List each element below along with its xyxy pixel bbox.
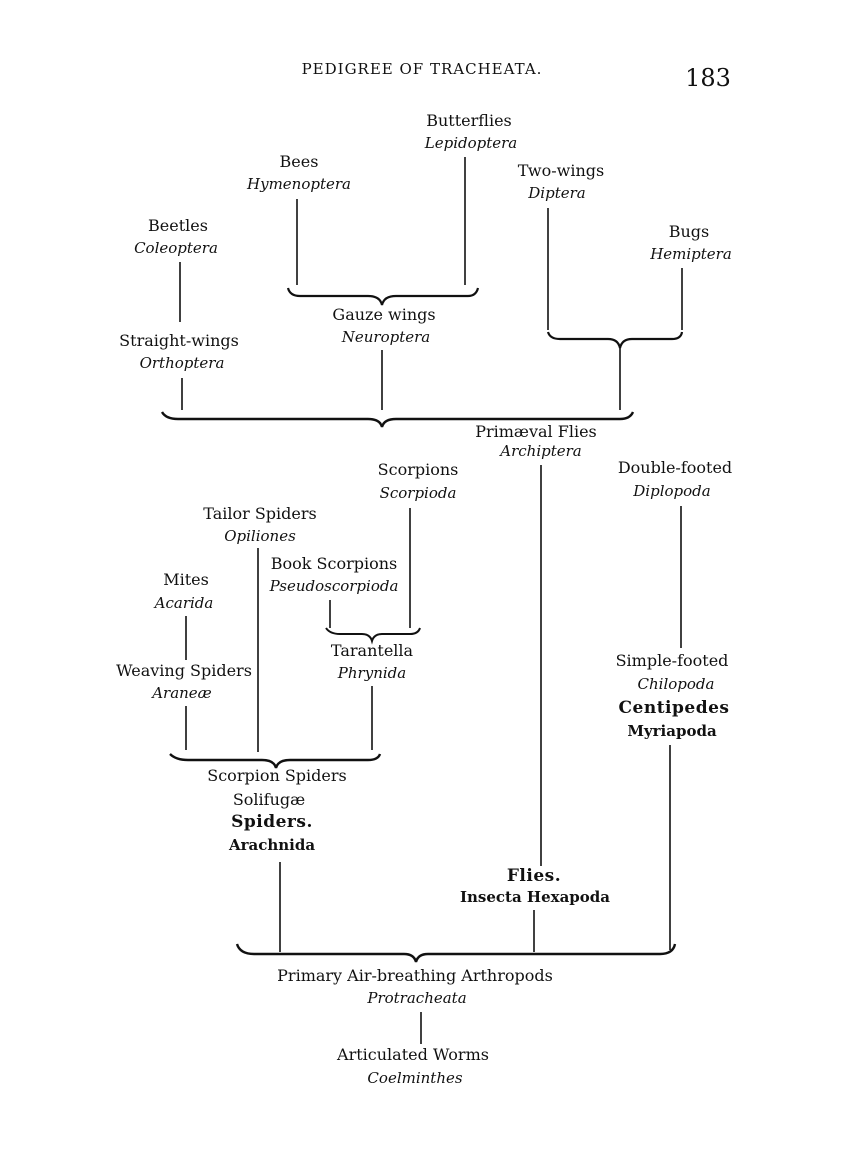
node-tarantella-latin: Phrynida [337, 664, 407, 682]
node-scorpions: Scorpions [377, 460, 459, 479]
node-book-scorpions-latin: Pseudoscorpioda [269, 577, 399, 595]
node-flies-group: Flies. [506, 866, 562, 886]
node-weaving-spiders: Weaving Spiders [116, 661, 252, 680]
node-mites: Mites [163, 570, 209, 589]
node-simple-footed-latin: Chilopoda [637, 675, 715, 693]
node-weaving-spiders-latin: Araneæ [152, 684, 212, 702]
node-bugs-latin: Hemiptera [650, 245, 732, 263]
node-two-wings: Two-wings [517, 161, 605, 180]
node-bees-latin: Hymenoptera [247, 175, 351, 193]
node-book-scorpions: Book Scorpions [270, 554, 398, 573]
node-beetles: Beetles [148, 216, 208, 235]
node-bugs: Bugs [668, 222, 710, 241]
node-simple-footed: Simple-footed [615, 651, 729, 670]
node-bees: Bees [279, 152, 319, 171]
node-butterflies: Butterflies [426, 111, 512, 130]
node-coelminthes: Coelminthes [367, 1069, 463, 1087]
node-mites-latin: Acarida [154, 594, 214, 612]
node-gauze-wings: Gauze wings [332, 305, 436, 324]
brace [169, 753, 382, 769]
node-butterflies-latin: Lepidoptera [424, 134, 518, 152]
node-scorpion-spiders: Scorpion Spiders [207, 766, 347, 785]
page-number: 183 [685, 64, 731, 92]
node-primary-arthropods: Primary Air-breathing Arthropods [277, 966, 553, 985]
node-insecta-hexapoda: Insecta Hexapoda [460, 888, 610, 906]
node-primaeval-flies-latin: Archiptera [500, 442, 582, 460]
node-beetles-latin: Coleoptera [134, 239, 218, 257]
node-gauze-wings-latin: Neuroptera [341, 328, 431, 346]
page-title: PEDIGREE OF TRACHEATA. [301, 60, 543, 78]
node-double-footed: Double-footed [617, 458, 733, 477]
brace [286, 287, 480, 306]
node-centipedes-group: Centipedes [618, 698, 730, 718]
node-articulated-worms: Articulated Worms [337, 1045, 489, 1064]
node-tailor-spiders: Tailor Spiders [203, 504, 317, 523]
brace [546, 331, 684, 349]
brace [325, 627, 421, 645]
node-primaeval-flies: Primæval Flies [475, 422, 597, 441]
node-solifugae: Solifugæ [232, 790, 306, 809]
node-two-wings-latin: Diptera [528, 184, 586, 202]
node-straight-wings: Straight-wings [119, 331, 239, 350]
node-straight-wings-latin: Orthoptera [139, 354, 225, 372]
node-arachnida: Arachnida [228, 836, 316, 854]
node-protracheata: Protracheata [367, 989, 467, 1007]
node-tarantella: Tarantella [330, 641, 414, 660]
node-myriapoda: Myriapoda [627, 722, 717, 740]
node-double-footed-latin: Diplopoda [633, 482, 711, 500]
node-tailor-spiders-latin: Opiliones [224, 527, 296, 545]
brace [160, 411, 635, 428]
brace [235, 943, 677, 963]
node-scorpions-latin: Scorpioda [379, 484, 457, 502]
node-spiders-group: Spiders. [231, 812, 313, 832]
